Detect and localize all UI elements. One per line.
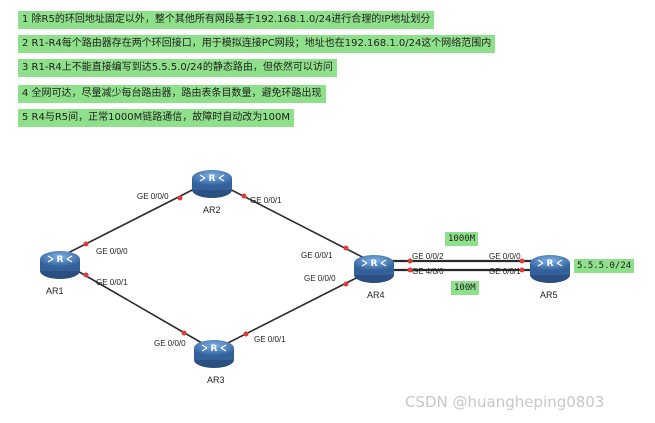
requirement-1: 1 除R5的环回地址固定以外，整个其他所有网段基于192.168.1.0/24进… [18,11,435,29]
interface-label: GE 0/0/1 [96,278,128,287]
link-ar3-ar4 [213,269,373,351]
router-icon [193,339,235,369]
requirement-4: 4 全网可达，尽量减少每台路由器，路由表条目数量，避免环路出现 [18,85,326,103]
port-dot [181,330,187,336]
requirement-5: 5 R4与R5间，正常1000M链路通信，故障时自动改为100M [18,109,294,127]
requirement-2: 2 R1-R4每个路由器存在两个环回接口，用于模拟连接PC网段；地址也在192.… [18,35,496,53]
router-label: AR1 [46,286,64,296]
router-icon [529,254,571,284]
router-label: AR4 [367,290,385,300]
port-dot [243,331,249,337]
interface-label: GE 0/0/1 [489,267,521,276]
port-dots [83,193,525,337]
primary-link-speed-badge: 1000M [445,232,479,246]
port-dot [83,241,89,247]
interface-label: GE 0/0/0 [154,339,186,348]
router-icon [191,169,233,199]
router-ar5[interactable]: AR5 [529,254,571,300]
interface-label: GE 0/0/0 [137,192,169,201]
router-label: AR5 [540,290,558,300]
port-dot [407,258,413,264]
links [61,179,548,351]
interface-label: GE 0/0/0 [96,247,128,256]
router-label: AR3 [207,375,225,385]
interface-label: GE 0/0/0 [489,252,521,261]
port-dot [177,195,183,201]
port-dot [407,267,413,273]
interface-label: GE 0/0/0 [304,274,336,283]
port-dot [343,281,349,287]
port-dot [83,272,89,278]
router-icon [353,254,395,284]
router-ar2[interactable]: AR2 [191,169,233,215]
port-dot [241,193,247,199]
backup-link-speed-badge: 100M [451,281,479,295]
interface-label: GE 0/0/1 [301,251,333,260]
port-dot [343,245,349,251]
ar5-loopback-badge: 5.5.5.0/24 [574,259,635,273]
watermark: CSDN @huangheping0803 [405,393,605,411]
interface-label: GE 0/0/1 [250,196,282,205]
router-ar4[interactable]: AR4 [353,254,395,300]
router-icon [39,250,81,280]
interface-label: GE 0/0/2 [412,252,444,261]
port-dot [519,258,525,264]
link-ar2-ar4 [211,179,373,263]
router-ar3[interactable]: AR3 [193,339,235,385]
interface-label: GE 0/0/1 [254,335,286,344]
requirement-3: 3 R1-R4上不能直接编写到达5.5.5.0/24的静态路由，但依然可以访问 [18,59,337,77]
port-dot [519,267,525,273]
router-ar1[interactable]: AR1 [39,250,81,296]
router-label: AR2 [203,205,221,215]
interface-label: GE 4/0/0 [412,267,444,276]
